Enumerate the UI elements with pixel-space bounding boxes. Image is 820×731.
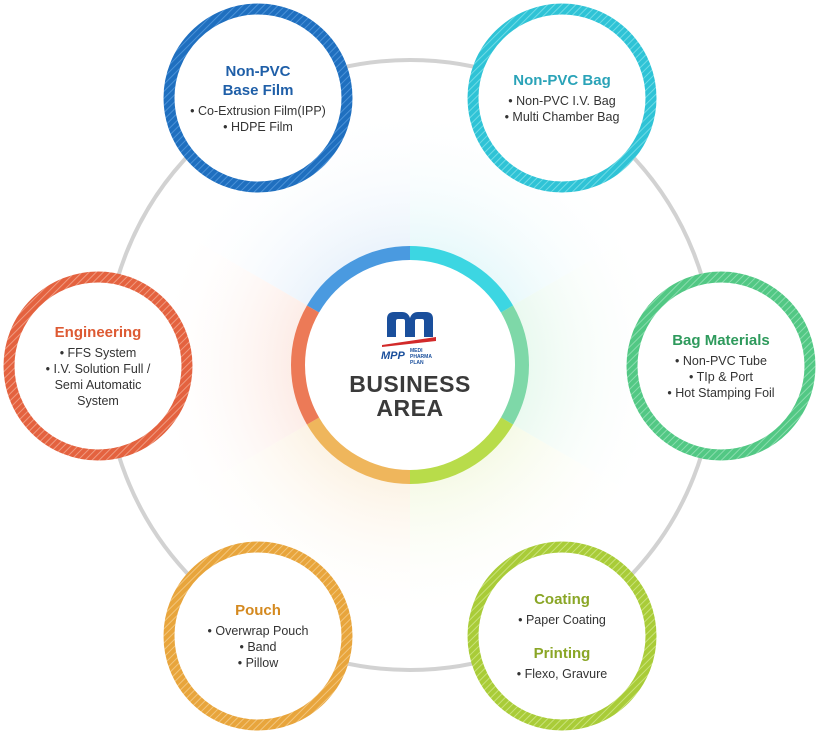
node-title: Coating [534,591,590,608]
ring-bag-materials [626,271,816,461]
ring-engineering [3,271,193,461]
node-title: Non-PVC Base Film [222,62,294,99]
node-title: Bag Materials [672,332,770,349]
node-item: • Hot Stamping Foil [667,386,775,400]
node-item: • Flexo, Gravure [516,667,608,681]
node-bag-materials: Bag Materials • Non-PVC Tube • TIp & Por… [641,286,801,446]
node-items: • Co-Extrusion Film(IPP) • HDPE Film [190,103,326,135]
node-title: Pouch [235,602,281,619]
node-subitems: • Flexo, Gravure [517,666,608,682]
logo-line-3: PLAN [410,360,424,366]
node-items: • Paper Coating [518,612,606,628]
hub-arc-cyan [409,246,514,313]
hub-arc-lime [409,417,514,484]
center-title: BUSINESS AREA [349,371,471,421]
logo-line-1: MEDI [410,348,423,354]
node-nonpvc-base-film: Non-PVC Base Film • Co-Extrusion Film(IP… [178,18,338,178]
node-engineering: Engineering • FFS System • I.V. Solution… [18,286,178,446]
ring-nonpvc-bag [467,3,657,193]
logo-line-2: PHARMA [410,354,432,360]
node-items: • FFS System • I.V. Solution Full / Semi… [46,345,151,409]
hub-arc-orange [306,417,411,484]
ring-nonpvc-base-film [163,3,353,193]
node-title: Engineering [54,324,142,341]
node-item: • Non-PVC I.V. Bag [508,94,616,108]
node-pouch: Pouch • Overwrap Pouch • Band • Pillow [178,556,338,716]
satellite-rings [3,3,816,731]
ring-coating-printing [467,541,657,731]
node-items: • Non-PVC I.V. Bag • Multi Chamber Bag [505,93,620,125]
node-item: • I.V. Solution Full / Semi Automatic Sy… [45,362,151,408]
node-item: • TIp & Port [689,370,753,384]
node-item: • Pillow [237,656,279,670]
hub-arc-blue [306,246,411,313]
fan-red [154,237,410,493]
node-items: • Non-PVC Tube • TIp & Port • Hot Stampi… [667,353,774,401]
node-coating-printing: Coating • Paper Coating Printing • Flexo… [482,556,642,716]
node-items: • Overwrap Pouch • Band • Pillow [208,623,309,671]
node-item: • Non-PVC Tube [675,354,767,368]
node-item: • Co-Extrusion Film(IPP) [190,103,326,118]
node-title: Non-PVC Bag [513,72,611,89]
node-item: • HDPE Film [223,119,293,134]
hub-arc-red [290,305,320,425]
node-item: • Overwrap Pouch [207,624,309,638]
center-hub [290,246,530,484]
node-nonpvc-bag: Non-PVC Bag • Non-PVC I.V. Bag • Multi C… [482,18,642,178]
node-item: • FFS System [59,346,137,360]
node-subtitle: Printing [533,645,591,662]
logo-mark: MPP [381,350,406,362]
fan-green [410,237,666,493]
ring-pouch [163,541,353,731]
node-item: • Multi Chamber Bag [504,110,620,124]
node-item: • Paper Coating [518,613,606,627]
hub-arc-green [500,305,530,425]
node-item: • Band [239,640,277,654]
mpp-logo: MPP MEDI PHARMA PLAN [381,312,436,366]
